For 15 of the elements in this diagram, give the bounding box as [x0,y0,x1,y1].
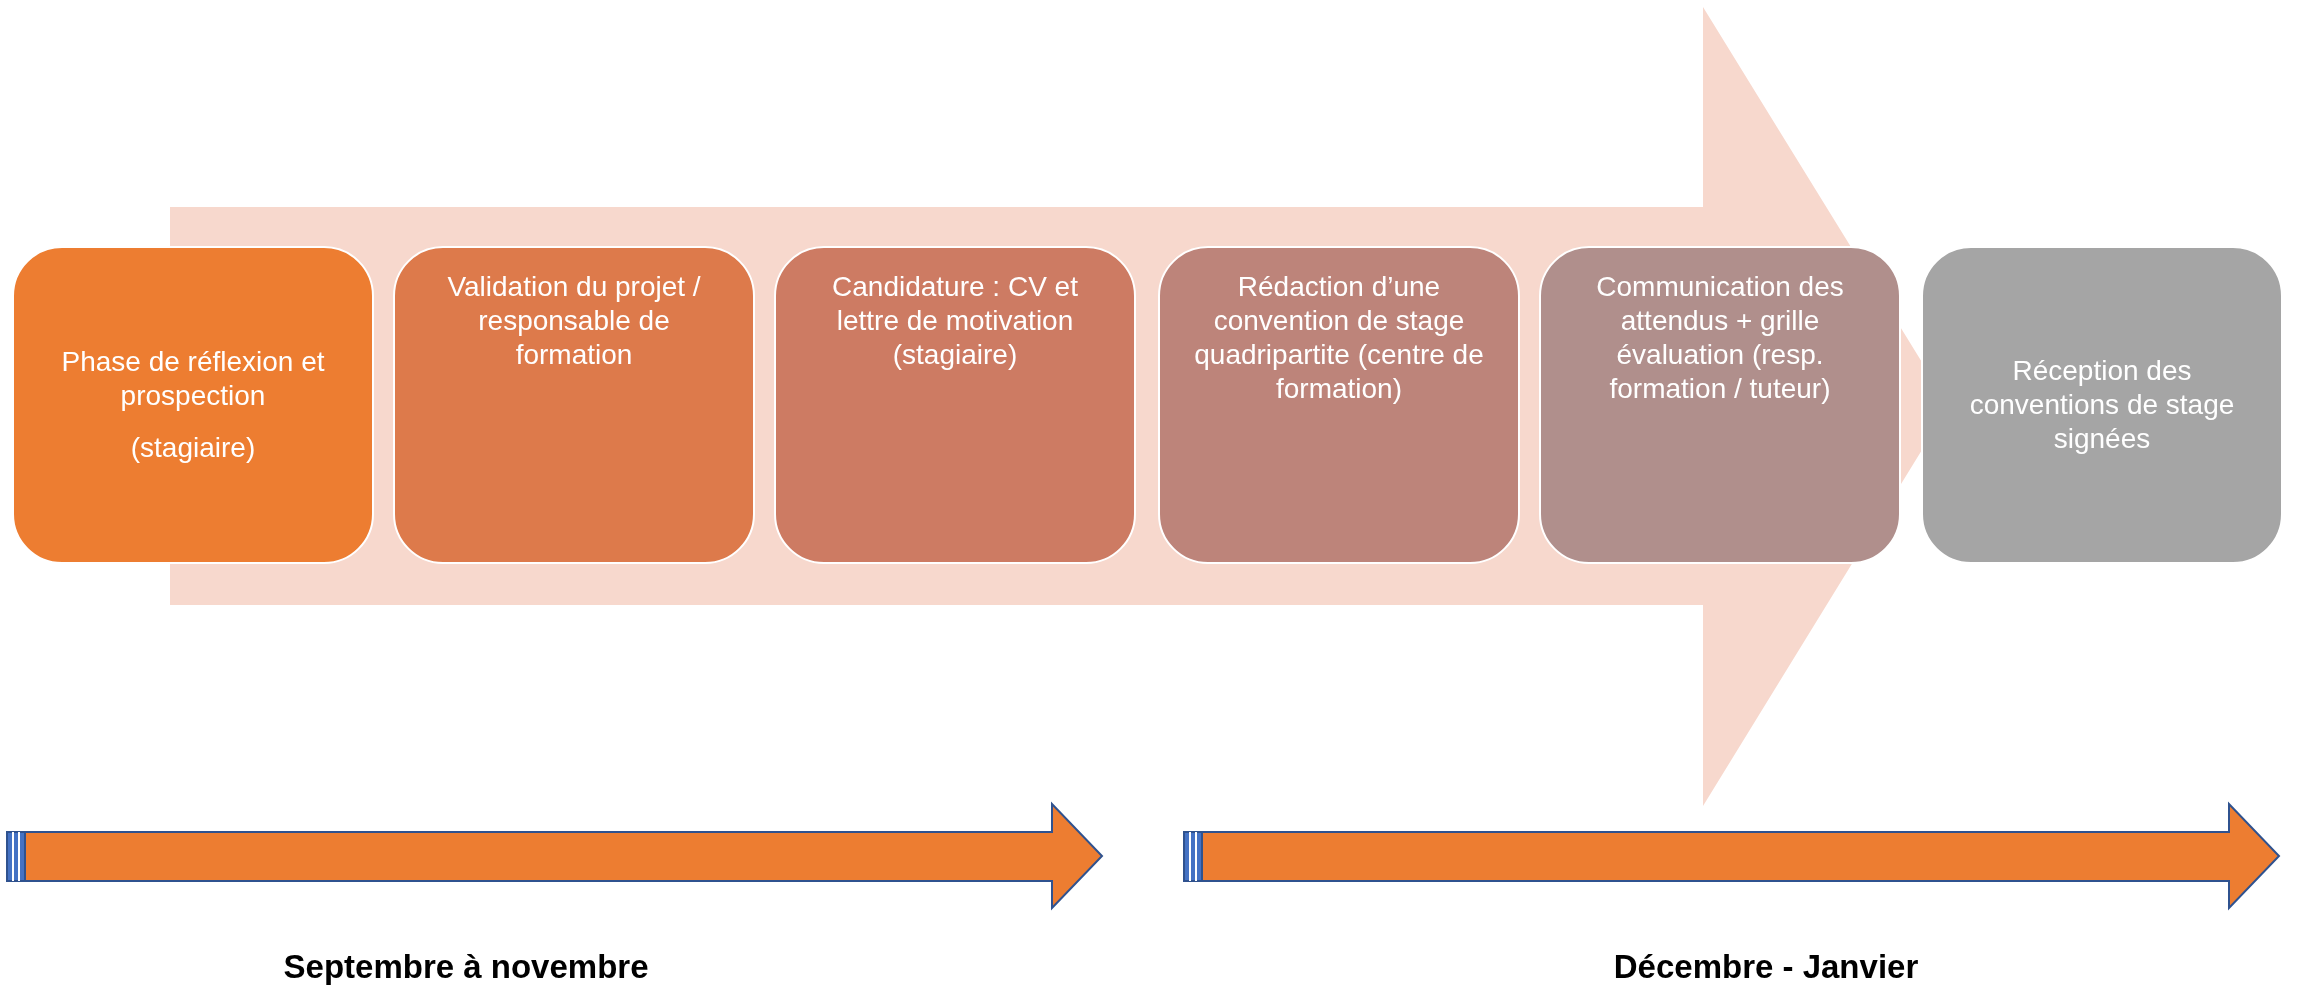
period-label: Septembre à novembre [282,948,650,986]
step-text: Rédaction d’une convention de stage quadripartite (centre de formation) [1193,270,1485,407]
step-text: Réception des conventions de stage signées [1968,353,2236,457]
process-box [774,246,1136,564]
period-label: Décembre - Janvier [1612,948,1920,986]
process-box [1921,246,2283,564]
process-box [12,246,374,564]
process-box [1539,246,1901,564]
process-box [393,246,755,564]
step-text: Communication des attendus + grille évaluation (resp. formation / tuteur) [1595,270,1845,407]
process-box [1158,246,1520,564]
step-text: Candidature : CV et lettre de motivation (stagiaire) [831,270,1079,373]
step-text: Validation du projet / responsable de formation [446,270,702,373]
step-text: Phase de réflexion et prospection [60,344,326,413]
step-text: (stagiaire) [130,431,256,466]
